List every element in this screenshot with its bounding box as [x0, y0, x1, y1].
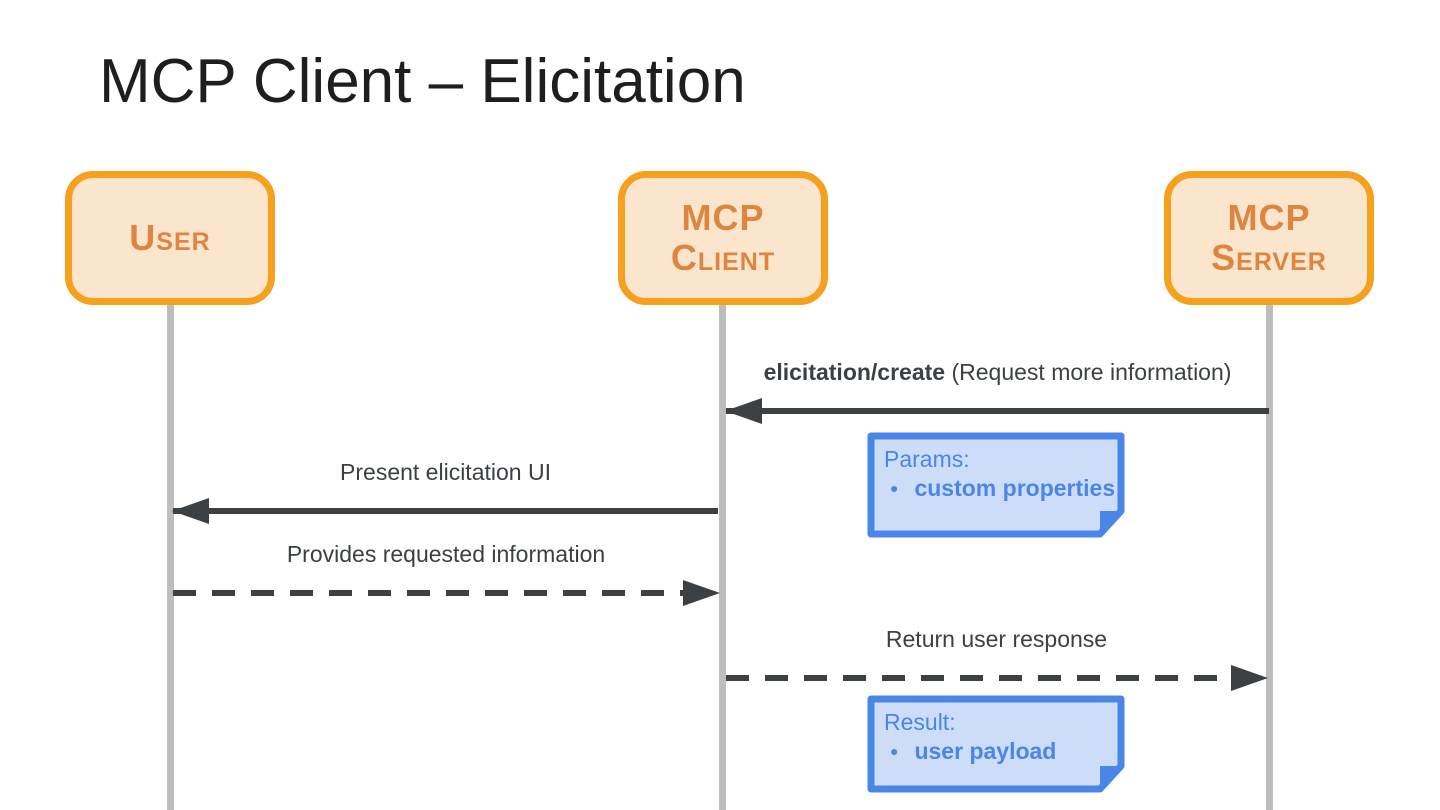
note-params: Params: ● custom properties — [865, 432, 1127, 538]
note-result: Result: ● user payload — [865, 695, 1127, 793]
note-bullet-text: user payload — [914, 738, 1057, 764]
actor-label-mcp-client-line2: Client — [670, 237, 776, 278]
note-bullet-text: custom properties — [914, 475, 1116, 501]
message-label-method: elicitation/create — [763, 359, 946, 385]
lifeline-mcp-server — [1266, 305, 1273, 810]
bullet-icon: ● — [890, 480, 899, 496]
message-provides-requested-information: Provides requested information — [173, 540, 720, 607]
actor-label-mcp-server-line1: MCP — [1227, 196, 1311, 238]
actor-box-mcp-server: MCP Server — [1164, 171, 1374, 305]
message-label: Present elicitation UI — [340, 459, 551, 485]
note-title: Params: — [884, 446, 970, 472]
folded-corner-icon — [1100, 511, 1121, 534]
message-line-dashed — [726, 675, 1267, 681]
bullet-icon: ● — [890, 743, 899, 759]
lifeline-mcp-client — [719, 305, 726, 810]
arrowhead-left-icon — [172, 498, 209, 524]
message-label-description: (Request more information) — [945, 359, 1232, 385]
message-line-dashed — [173, 590, 719, 596]
message-present-elicitation-ui: Present elicitation UI — [172, 458, 718, 525]
actor-label-mcp-server-line2: Server — [1211, 237, 1327, 278]
lifeline-user — [167, 305, 174, 810]
message-label: Return user response — [885, 626, 1108, 652]
actor-box-mcp-client: MCP Client — [618, 171, 828, 305]
arrowhead-right-icon — [1231, 665, 1268, 691]
message-label: elicitation/create (Request more informa… — [726, 358, 1269, 386]
actor-label-user-line1: User — [129, 216, 211, 258]
note-shape — [867, 432, 1125, 538]
message-line — [173, 508, 718, 514]
message-line — [726, 408, 1269, 414]
arrowhead-right-icon — [683, 580, 720, 606]
message-label: Provides requested information — [286, 541, 606, 567]
page-title: MCP Client – Elicitation — [99, 47, 746, 116]
note-shape — [867, 695, 1125, 793]
message-return-user-response: Return user response — [726, 625, 1268, 692]
folded-corner-icon — [1100, 766, 1121, 789]
actor-label-mcp-client-line1: MCP — [681, 196, 765, 238]
message-elicitation-create: elicitation/create (Request more informa… — [725, 358, 1269, 425]
note-title: Result: — [884, 709, 956, 735]
arrowhead-left-icon — [725, 398, 762, 424]
actor-box-user: User — [65, 171, 275, 305]
